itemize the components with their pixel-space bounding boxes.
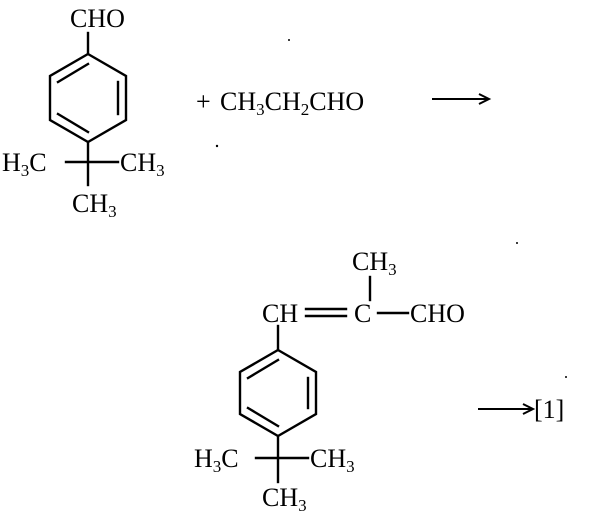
speck [565, 376, 567, 378]
product-benzene-ring [238, 348, 318, 438]
next-step-arrow [478, 403, 536, 415]
tbutyl-bottom-methyl: CH3 [72, 189, 117, 221]
product-tbutyl-left-methyl: H3C [194, 444, 239, 476]
ring-inner-bond [246, 358, 280, 380]
speck [516, 242, 518, 244]
product-c: C [354, 299, 371, 328]
benzene-ring [48, 52, 128, 144]
speck [215, 144, 219, 148]
speck [288, 39, 290, 41]
next-step-bracket-label: [1] [534, 395, 564, 424]
reaction-arrow [432, 93, 492, 105]
tbutyl-left-methyl: H3C [2, 148, 47, 180]
ring-inner-bond [56, 62, 90, 84]
reagent-propanal: + CH3CH2CHO [196, 87, 364, 119]
product-tbutyl-bottom-methyl: CH3 [262, 483, 307, 515]
plus-sign: + [196, 87, 211, 116]
propanal-formula: CH3CH2CHO [220, 87, 364, 119]
product-cho: CHO [410, 299, 465, 328]
product-ch: CH [262, 299, 298, 328]
product-tbutyl-right-methyl: CH3 [310, 444, 355, 476]
product-methyl: CH3 [352, 247, 397, 279]
product-enal: CH3 CH C CHO H3C CH3 CH3 [194, 247, 465, 515]
tbutyl-right-methyl: CH3 [120, 148, 165, 180]
ring-inner-bond [246, 406, 280, 428]
reactant-aldehyde: CHO H3C CH3 CH3 [2, 4, 165, 221]
ring-inner-bond [56, 112, 90, 134]
aldehyde-group-label: CHO [70, 4, 125, 33]
